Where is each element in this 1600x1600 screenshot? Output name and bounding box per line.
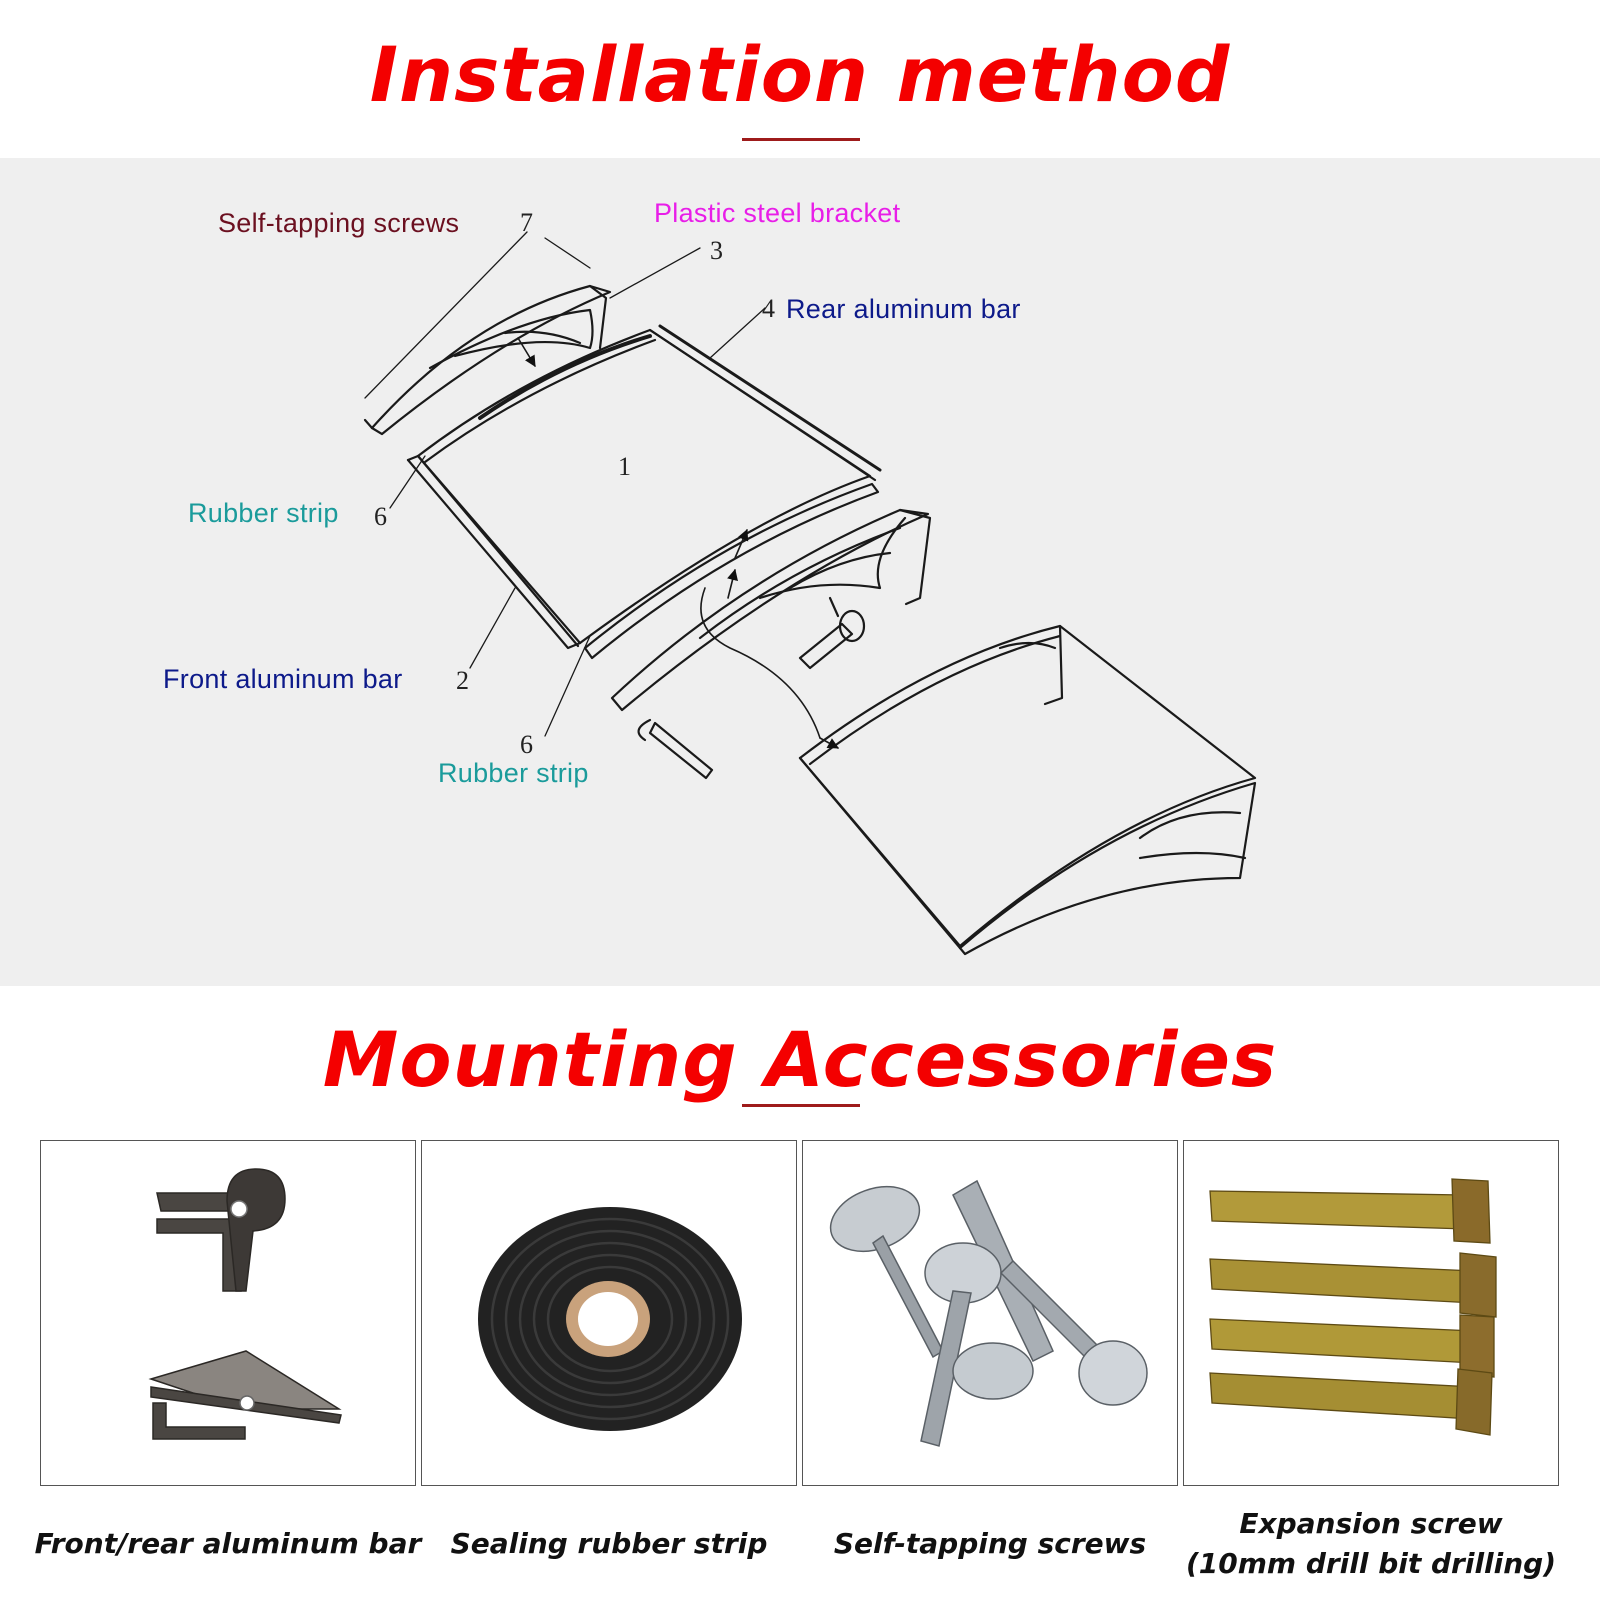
top-bracket-drawing bbox=[363, 284, 612, 436]
expansion-bolt-drawing bbox=[637, 718, 714, 780]
caption-expansion-screw-line2: (10mm drill bit drilling) bbox=[1185, 1547, 1557, 1580]
aluminum-bar-profile-image bbox=[40, 1140, 416, 1486]
caption-expansion-screw: Expansion screw (10mm drill bit drilling… bbox=[1176, 1504, 1566, 1584]
caption-self-tapping-screws: Self-tapping screws bbox=[833, 1527, 1147, 1560]
mounting-accessories-title: Mounting Accessories bbox=[322, 1015, 1278, 1104]
canopy-exploded-view bbox=[363, 231, 1257, 956]
number-6-bottom: 6 bbox=[520, 730, 533, 759]
caption-expansion-screw-line1: Expansion screw bbox=[1239, 1507, 1503, 1540]
label-rubber-strip-left: Rubber strip bbox=[188, 498, 339, 528]
expansion-screws-image bbox=[1183, 1140, 1559, 1486]
label-rubber-strip-bottom: Rubber strip bbox=[438, 758, 589, 788]
number-3: 3 bbox=[710, 236, 723, 265]
caption-rubber-strip: Sealing rubber strip bbox=[450, 1527, 768, 1560]
label-front-aluminum-bar: Front aluminum bar bbox=[163, 664, 403, 694]
number-6-left: 6 bbox=[374, 502, 387, 531]
installation-diagram: Self-tapping screws 7 Plastic steel brac… bbox=[0, 158, 1600, 986]
drill-tool-drawing bbox=[798, 596, 866, 670]
canopy-panel-drawing bbox=[406, 328, 877, 650]
assembled-canopy-drawing bbox=[798, 624, 1257, 956]
installation-method-title: Installation method bbox=[369, 30, 1231, 119]
self-tapping-screws-image bbox=[802, 1140, 1178, 1486]
rear-bar-drawing bbox=[658, 324, 882, 472]
number-1: 1 bbox=[618, 452, 631, 481]
label-plastic-steel-bracket: Plastic steel bracket bbox=[654, 198, 901, 228]
caption-aluminum-bar: Front/rear aluminum bar bbox=[34, 1527, 422, 1560]
rubber-strip-roll-image bbox=[421, 1140, 797, 1486]
label-self-tapping-screws: Self-tapping screws bbox=[218, 208, 460, 238]
title-underline bbox=[742, 138, 860, 141]
front-rubber-strip-drawing bbox=[583, 482, 880, 660]
number-7: 7 bbox=[520, 208, 533, 237]
number-4: 4 bbox=[762, 294, 775, 323]
label-rear-aluminum-bar: Rear aluminum bar bbox=[786, 294, 1021, 324]
title-underline bbox=[742, 1104, 860, 1107]
number-2: 2 bbox=[456, 666, 469, 695]
